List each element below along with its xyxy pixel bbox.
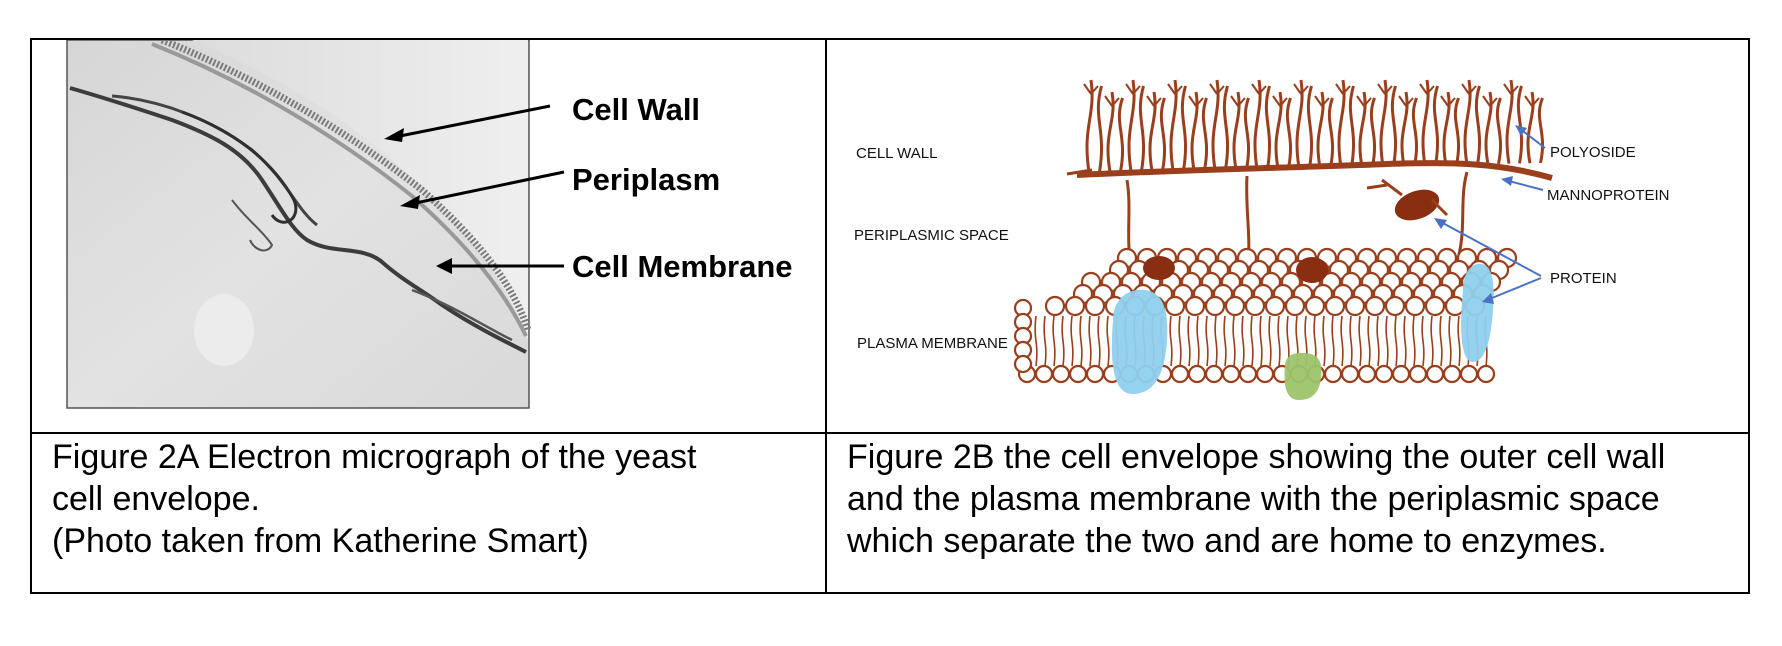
cell-membrane-label: Cell Membrane xyxy=(572,249,793,284)
cell-wall-label: Cell Wall xyxy=(572,92,700,127)
protein-label: PROTEIN xyxy=(1550,270,1617,287)
figure-table: Cell Wall Periplasm Cell Membrane CELL W… xyxy=(30,38,1750,594)
periplasmic-space-label: PERIPLASMIC SPACE xyxy=(854,227,1009,244)
figure-2b-panel: CELL WALL PERIPLASMIC SPACE PLASMA MEMBR… xyxy=(827,40,1748,432)
green-protein xyxy=(1285,353,1322,400)
electron-micrograph: Cell Wall Periplasm Cell Membrane xyxy=(32,40,825,432)
mannoprotein-label: MANNOPROTEIN xyxy=(1547,187,1670,204)
periplasm-label: Periplasm xyxy=(572,162,720,197)
figure-2b-caption: Figure 2B the cell envelope showing the … xyxy=(847,436,1737,562)
cell-wall-layer xyxy=(1077,163,1552,178)
cell-envelope-diagram: CELL WALL PERIPLASMIC SPACE PLASMA MEMBR… xyxy=(827,40,1748,432)
figure-2b-caption-cell: Figure 2B the cell envelope showing the … xyxy=(827,434,1748,592)
periplasmic-protein-left xyxy=(1143,256,1175,280)
figure-2a-panel: Cell Wall Periplasm Cell Membrane xyxy=(32,40,825,432)
figure-2a-caption-cell: Figure 2A Electron micrograph of the yea… xyxy=(32,434,825,592)
cell-wall-side-label: CELL WALL xyxy=(856,145,937,162)
polyoside-fringe xyxy=(1084,80,1543,172)
blue-protein-right xyxy=(1461,264,1494,362)
periplasmic-protein-mid xyxy=(1296,257,1328,283)
membrane-bilayer xyxy=(1015,249,1516,382)
figure-2a-caption: Figure 2A Electron micrograph of the yea… xyxy=(52,436,812,562)
polyoside-label: POLYOSIDE xyxy=(1550,144,1636,161)
plasma-membrane-label: PLASMA MEMBRANE xyxy=(857,335,1008,352)
micrograph-photo xyxy=(67,40,529,408)
